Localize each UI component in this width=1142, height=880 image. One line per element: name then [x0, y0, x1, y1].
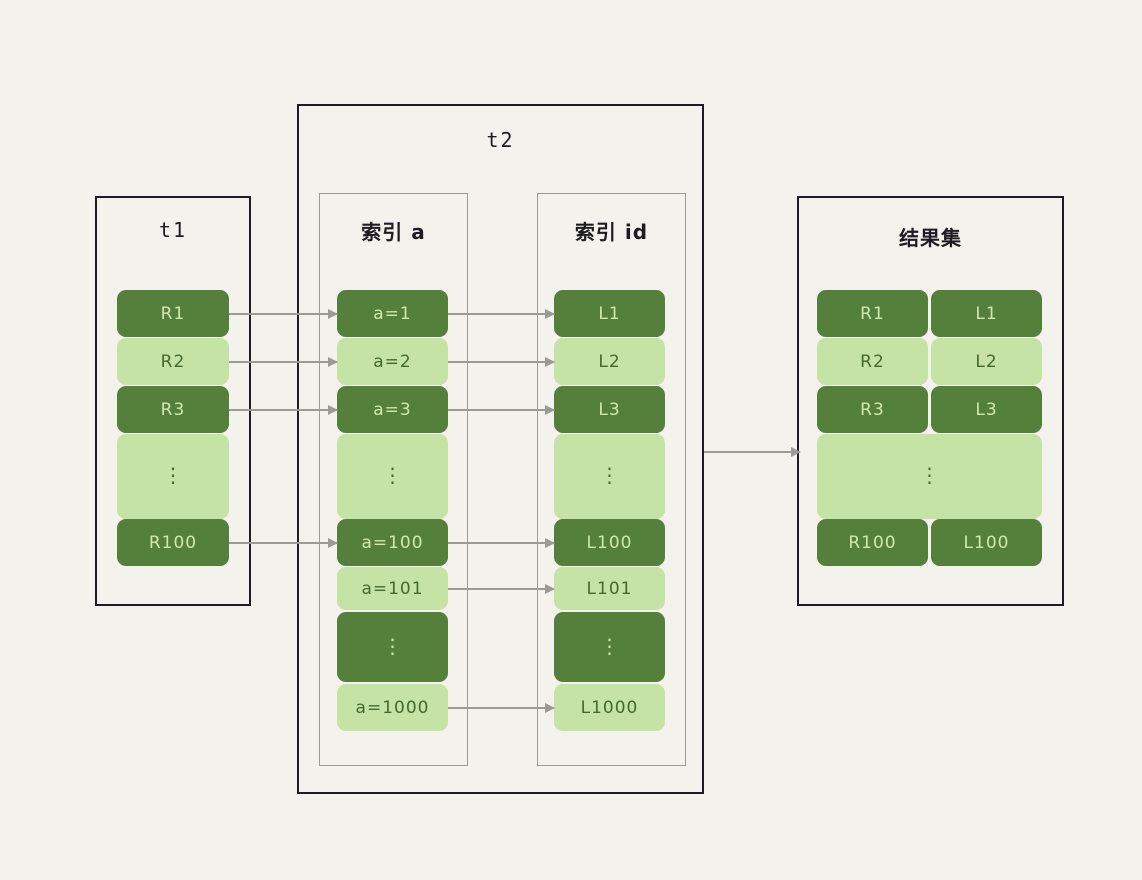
ellipsis-icon: ⋮ — [599, 463, 620, 488]
connector-t2-to-result-set — [704, 447, 801, 457]
index-a-row-1[interactable]: a=2 — [337, 338, 448, 385]
index-id-row-6[interactable]: ⋮ — [554, 612, 665, 682]
connector-t1-to-index-a-3 — [229, 537, 338, 548]
cell-label: L3 — [975, 399, 998, 420]
result-row-4-left[interactable]: R100 — [817, 519, 928, 566]
cell-label: a=101 — [361, 578, 424, 599]
cell-label: L2 — [598, 351, 621, 372]
cell-label: R100 — [848, 532, 897, 553]
arrow-head-icon — [328, 356, 338, 367]
arrow-head-icon — [545, 356, 555, 367]
t1-row-2[interactable]: R3 — [117, 386, 229, 433]
arrow-head-icon — [328, 308, 338, 319]
connector-index-a-to-index-id-2 — [448, 404, 555, 415]
index-a-row-0[interactable]: a=1 — [337, 290, 448, 337]
arrow-head-icon — [545, 308, 555, 319]
cell-label: R2 — [160, 351, 186, 372]
cell-label: L1000 — [580, 697, 639, 718]
t1-row-1[interactable]: R2 — [117, 338, 229, 385]
index-id-row-1[interactable]: L2 — [554, 338, 665, 385]
index-a-row-2[interactable]: a=3 — [337, 386, 448, 433]
connector-index-a-to-index-id-5 — [448, 702, 555, 713]
ellipsis-icon: ⋮ — [599, 633, 620, 658]
result-row-3-merged[interactable]: ⋮ — [817, 434, 1042, 519]
index-id-title: 索引 id — [574, 220, 649, 244]
index-id-row-0[interactable]: L1 — [554, 290, 665, 337]
connector-index-a-to-index-id-0 — [448, 308, 555, 319]
cell-label: R2 — [860, 351, 885, 372]
cell-label: a=1000 — [355, 697, 430, 718]
index-id-row-4[interactable]: L100 — [554, 519, 665, 566]
arrow-head-icon — [791, 447, 801, 457]
cell-label: L1 — [598, 303, 621, 324]
t2-title: t2 — [486, 128, 515, 152]
ellipsis-icon: ⋮ — [163, 463, 183, 488]
cell-label: a=100 — [361, 532, 424, 553]
result-row-1-left[interactable]: R2 — [817, 338, 928, 385]
ellipsis-icon: ⋮ — [919, 463, 940, 488]
cell-label: a=1 — [373, 303, 412, 324]
connector-index-a-to-index-id-3 — [448, 537, 555, 548]
cell-label: a=2 — [373, 351, 412, 372]
cell-label: L1 — [975, 303, 998, 324]
result-row-0-right[interactable]: L1 — [931, 290, 1042, 337]
cell-label: L2 — [975, 351, 998, 372]
connector-t1-to-index-a-1 — [229, 356, 338, 367]
ellipsis-icon: ⋮ — [382, 463, 403, 488]
cell-label: R100 — [148, 532, 198, 553]
arrow-head-icon — [545, 583, 555, 594]
result-row-1-right[interactable]: L2 — [931, 338, 1042, 385]
arrow-head-icon — [545, 537, 555, 548]
index-a-row-5[interactable]: a=101 — [337, 567, 448, 610]
t1-row-4[interactable]: R100 — [117, 519, 229, 566]
cell-label: R1 — [860, 303, 885, 324]
index-id-row-2[interactable]: L3 — [554, 386, 665, 433]
arrow-head-icon — [545, 404, 555, 415]
connector-index-a-to-index-id-1 — [448, 356, 555, 367]
index-id-row-5[interactable]: L101 — [554, 567, 665, 610]
t1-row-0[interactable]: R1 — [117, 290, 229, 337]
connector-index-a-to-index-id-4 — [448, 583, 555, 594]
cell-label: R3 — [160, 399, 186, 420]
t1-title: t1 — [158, 218, 188, 242]
cell-label: R1 — [160, 303, 186, 324]
arrow-head-icon — [328, 404, 338, 415]
index-id-row-3[interactable]: ⋮ — [554, 434, 665, 519]
result-row-0-left[interactable]: R1 — [817, 290, 928, 337]
connector-t1-to-index-a-0 — [229, 308, 338, 319]
t1-row-3[interactable]: ⋮ — [117, 434, 229, 519]
index-a-row-4[interactable]: a=100 — [337, 519, 448, 566]
index-id-row-7[interactable]: L1000 — [554, 684, 665, 731]
cell-label: L100 — [586, 532, 633, 553]
cell-label: L100 — [963, 532, 1010, 553]
cell-label: L101 — [586, 578, 633, 599]
connector-t1-to-index-a-2 — [229, 404, 338, 415]
result-set-title: 结果集 — [899, 226, 962, 250]
index-a-row-7[interactable]: a=1000 — [337, 684, 448, 731]
ellipsis-icon: ⋮ — [382, 633, 403, 658]
index-a-row-6[interactable]: ⋮ — [337, 612, 448, 682]
cell-label: L3 — [598, 399, 621, 420]
cell-label: a=3 — [373, 399, 412, 420]
index-a-title: 索引 a — [361, 220, 426, 244]
cell-label: R3 — [860, 399, 885, 420]
result-row-4-right[interactable]: L100 — [931, 519, 1042, 566]
index-a-row-3[interactable]: ⋮ — [337, 434, 448, 519]
result-row-2-right[interactable]: L3 — [931, 386, 1042, 433]
arrow-head-icon — [328, 537, 338, 548]
arrow-head-icon — [545, 702, 555, 713]
result-row-2-left[interactable]: R3 — [817, 386, 928, 433]
